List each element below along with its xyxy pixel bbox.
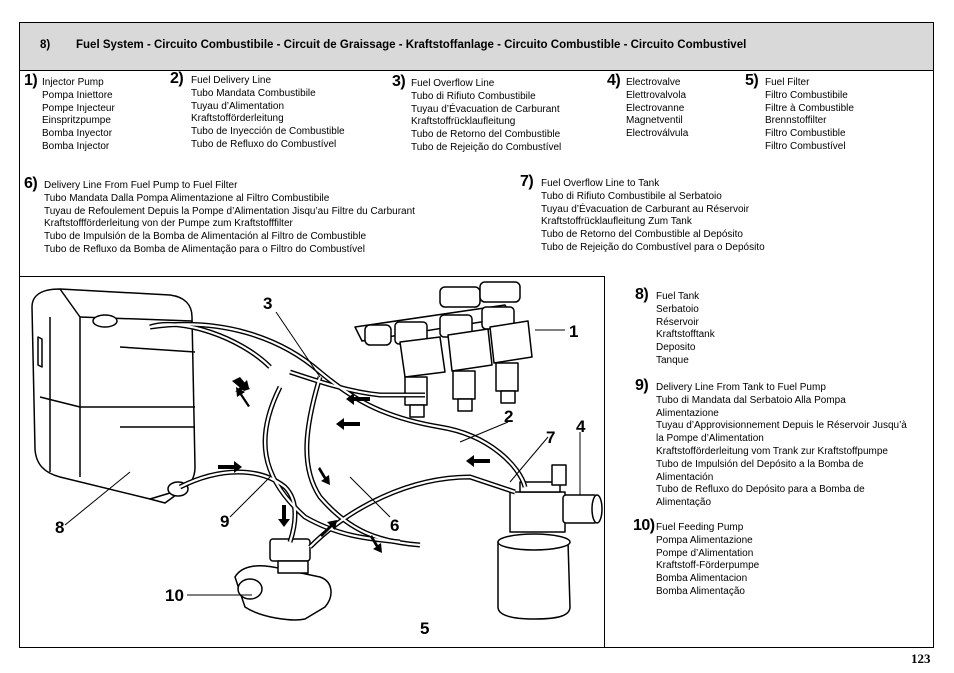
callout-5: 5 <box>420 619 429 638</box>
callout-9: 9 <box>220 512 229 531</box>
callout-10: 10 <box>165 586 184 605</box>
header-number: 8) <box>40 39 51 51</box>
callout-3: 3 <box>263 294 272 313</box>
feeding-pump-illustration <box>234 538 332 621</box>
fuel-filter-illustration <box>497 464 571 620</box>
divider-horizontal <box>19 276 605 277</box>
header-title: Fuel System - Circuito Combustibile - Ci… <box>76 39 747 51</box>
page-frame <box>19 22 934 648</box>
callout-6: 6 <box>390 516 399 535</box>
divider-vertical <box>604 276 605 648</box>
page-number: 123 <box>911 651 931 666</box>
page-header: 8) Fuel System - Circuito Combustibile -… <box>19 22 934 71</box>
legend-item-6-text: Delivery Line From Fuel Pump to Fuel Fil… <box>44 180 415 255</box>
callout-2: 2 <box>504 407 513 426</box>
injector-pump-illustration <box>354 281 533 418</box>
callout-1: 1 <box>569 322 578 341</box>
flow-arrows <box>218 377 490 553</box>
callout-8: 8 <box>55 518 64 537</box>
callout-leaders <box>64 311 581 596</box>
callout-7: 7 <box>546 428 555 447</box>
fuel-system-diagram: 3 1 2 7 4 6 8 9 10 5 <box>31 281 603 638</box>
callout-4: 4 <box>576 417 586 436</box>
electrovalve-illustration <box>562 494 603 524</box>
fuel-tank-illustration <box>31 288 196 504</box>
